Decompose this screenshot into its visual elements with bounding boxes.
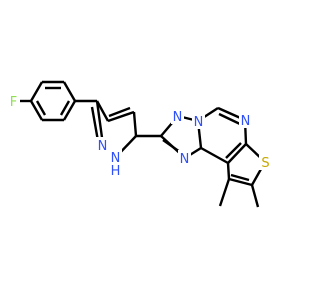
bond xyxy=(90,106,100,142)
sulfur-atom: S xyxy=(259,154,272,171)
atom-label-n: N xyxy=(241,114,251,129)
bond xyxy=(29,100,44,121)
bond xyxy=(35,100,47,116)
atom-labels: F N N H N N N N S xyxy=(7,93,272,179)
bond xyxy=(107,110,135,123)
bonds xyxy=(20,80,267,208)
bond xyxy=(218,178,231,207)
atom-label-nh-n: N xyxy=(111,151,121,166)
pyrazole-n-atom: N xyxy=(96,137,109,154)
triazole-n-top-atom: N xyxy=(171,108,184,125)
bond xyxy=(108,106,131,118)
bond xyxy=(227,143,247,164)
bond xyxy=(162,139,181,153)
bond xyxy=(250,184,260,208)
bond xyxy=(59,100,71,116)
bond xyxy=(230,173,250,182)
pyrazole-nh-atom: N H xyxy=(109,149,122,179)
bond xyxy=(200,146,229,165)
fluorine-atom: F xyxy=(7,93,20,110)
triazole-n-bottom-atom: N xyxy=(178,150,191,167)
bond xyxy=(228,177,253,187)
bond xyxy=(62,81,77,102)
atom-label-s: S xyxy=(261,156,269,171)
atom-label-f: F xyxy=(10,95,17,110)
bond xyxy=(95,100,110,122)
bond xyxy=(29,81,44,102)
atom-label-n: N xyxy=(180,152,190,167)
molecule-structure: F N N H N N N N S xyxy=(7,80,272,208)
bond xyxy=(226,162,231,180)
bond xyxy=(225,142,242,159)
atom-label-n: N xyxy=(194,115,204,130)
bond xyxy=(62,100,77,121)
atom-label-n: N xyxy=(98,139,108,154)
atom-label-n: N xyxy=(173,110,183,125)
bond xyxy=(132,111,138,137)
bridgehead-n-atom: N xyxy=(192,113,205,130)
pyrimidine-n-atom: N xyxy=(239,112,252,129)
atom-label-nh-h: H xyxy=(111,164,121,179)
bond xyxy=(218,112,241,126)
